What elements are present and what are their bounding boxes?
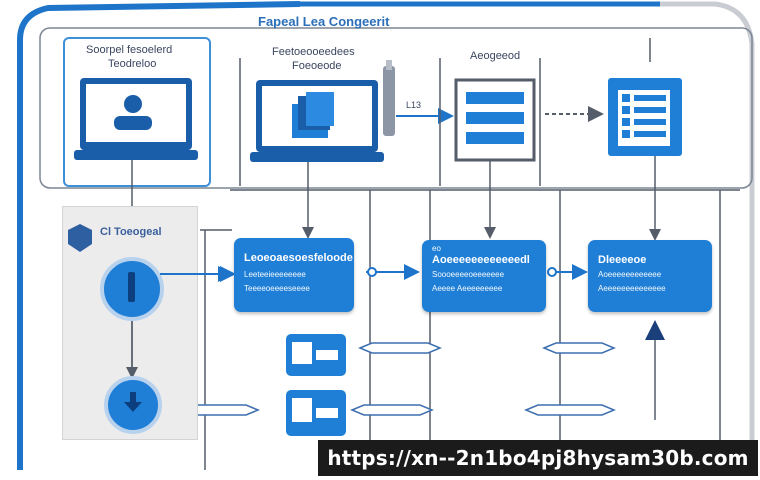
- cursor-node[interactable]: [100, 257, 236, 321]
- process-box-3[interactable]: Dleeeeoe Aoeeeeeeeeeeee Aeeeeeeeeeeeeee: [588, 240, 712, 312]
- diagram-title: Fapeal Lea Congeerit: [258, 14, 390, 29]
- node-b-sub: Foeoeode: [292, 60, 342, 72]
- process-box-1-line2: Teeeeoeeeeseeee: [244, 284, 310, 293]
- process-box-3-title: Dleeeeoe: [598, 254, 647, 266]
- process-box-2-line2: Aeeee Aeeeeeeeee: [432, 284, 503, 293]
- node-a-sub: Teodreloo: [108, 58, 157, 70]
- document-node: [608, 78, 682, 156]
- download-icon[interactable]: [104, 376, 162, 434]
- process-box-3-line1: Aoeeeeeeeeeeee: [598, 270, 662, 279]
- gray-panel-title: Cl Toeogeal: [100, 226, 162, 238]
- process-box-2-line1: Soooeeeeoeeeeeee: [432, 270, 505, 279]
- card-doc-1: [286, 334, 346, 376]
- process-box-3-line2: Aeeeeeeeeeeeeee: [598, 284, 666, 293]
- node-b-title: Feetoeooeedees: [272, 46, 355, 58]
- url-banner[interactable]: https://xn--2n1bo4pj8hysam30b.com: [318, 440, 758, 476]
- monitor-user-node: [74, 78, 198, 160]
- process-box-2-title: Aoeeeeeeeeeeeedl: [432, 254, 530, 266]
- outer-frame: [17, 1, 301, 470]
- node-a-title: Soorpel fesoelerd: [86, 44, 173, 56]
- process-box-2[interactable]: eo Aoeeeeeeeeeeeedl Soooeeeeoeeeeeee Aee…: [422, 240, 546, 312]
- card-doc-2: [286, 390, 346, 436]
- top-row-panel: [39, 27, 753, 189]
- cursor-icon: [383, 60, 395, 136]
- shield-icon: [68, 224, 92, 252]
- process-box-1-line1: Leeteeieeeeeeee: [244, 270, 306, 279]
- process-box-1-title: Leoeoaesoesfeloode: [244, 252, 353, 264]
- monitor-folder-node: [250, 80, 384, 162]
- small-tag: L13: [406, 100, 422, 110]
- list-node: [454, 78, 536, 162]
- node-a-panel: [63, 37, 211, 187]
- process-box-2-tag: eo: [432, 244, 441, 253]
- node-c-title: Aeogeeod: [470, 50, 521, 62]
- process-box-1[interactable]: Leoeoaesoesfeloode Leeteeieeeeeeee Teeee…: [234, 238, 354, 312]
